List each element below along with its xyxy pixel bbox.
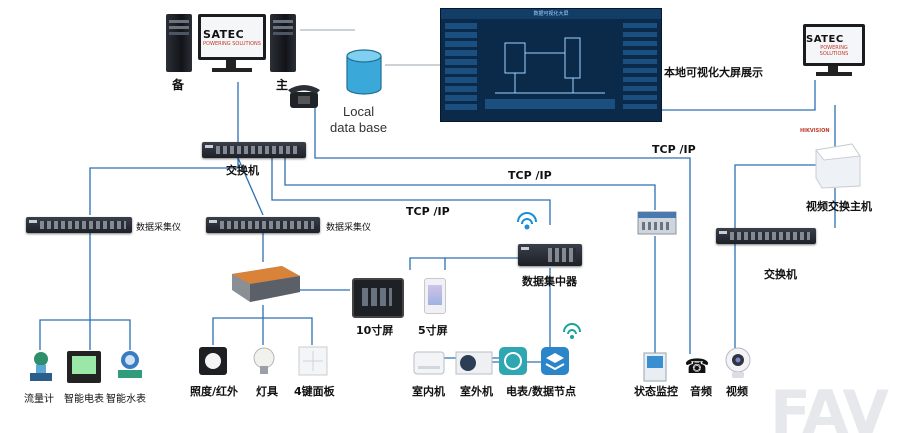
outdoor-label: 室外机 bbox=[460, 385, 493, 398]
lamp-icon bbox=[253, 347, 275, 374]
monitor-stand bbox=[226, 60, 236, 68]
wifi-small-icon bbox=[563, 323, 581, 339]
flow-meter-label: 流量计 bbox=[24, 394, 54, 405]
status-panel-icon bbox=[643, 352, 667, 382]
node-icon bbox=[499, 347, 527, 375]
screen-diagram bbox=[485, 37, 615, 109]
screen-title: 数据可视化大屏 bbox=[441, 9, 661, 19]
main-label: 主 bbox=[276, 78, 289, 92]
telephone-icon: ☎ bbox=[685, 354, 710, 378]
ac-outdoor-icon bbox=[455, 351, 493, 375]
lamp-label: 灯具 bbox=[256, 385, 278, 398]
brand-sub-text: POWERING SOLUTIONS bbox=[203, 40, 261, 47]
screen-right-panel bbox=[623, 23, 657, 113]
collector-1-icon bbox=[26, 217, 132, 233]
collector-2-label: 数据采集仪 bbox=[326, 223, 372, 233]
screen-left-panel bbox=[445, 23, 477, 113]
big-screen-display: 数据可视化大屏 bbox=[440, 8, 662, 122]
camera-icon bbox=[725, 347, 751, 378]
svg-text:☎: ☎ bbox=[685, 354, 710, 378]
touch-panel-10-icon bbox=[352, 278, 404, 318]
data-hub-icon bbox=[518, 244, 582, 266]
wall-panel-icon bbox=[298, 346, 328, 376]
local-db-label: Local data base bbox=[330, 104, 388, 135]
light-sensor-icon bbox=[199, 347, 227, 375]
main-server-icon bbox=[270, 14, 296, 72]
monitor-base-right bbox=[816, 72, 852, 76]
database-icon bbox=[346, 49, 382, 95]
watermark: FAV bbox=[770, 378, 889, 433]
plc-io-icon bbox=[637, 211, 677, 235]
touch-panel-5-icon bbox=[424, 278, 446, 314]
smart-meter-label: 智能电表 bbox=[64, 394, 104, 405]
status-label: 状态监控 bbox=[634, 385, 678, 398]
panel-label: 4键面板 bbox=[294, 385, 335, 398]
nvr-brand: HIKVISION bbox=[800, 128, 830, 134]
video-host-label: 视频交换主机 bbox=[806, 200, 872, 213]
data-hub-label: 数据集中器 bbox=[522, 275, 577, 288]
right-switch-label: 交换机 bbox=[764, 268, 797, 281]
lux-ir-label: 照度/红外 bbox=[190, 385, 239, 398]
right-switch-icon bbox=[716, 228, 816, 244]
tcpip-label-2: TCP /IP bbox=[508, 169, 552, 182]
brand-text: SATEC bbox=[203, 27, 245, 41]
smart-water-label: 智能水表 bbox=[106, 394, 146, 405]
brand-sub-text-right: POWERING SOLUTIONS bbox=[819, 44, 849, 57]
indoor-label: 室内机 bbox=[412, 385, 445, 398]
tcpip-label-3: TCP /IP bbox=[406, 205, 450, 218]
big-screen-label: 本地可视化大屏展示 bbox=[664, 66, 763, 79]
plc-module-icon bbox=[232, 266, 300, 302]
screen-10-label: 10寸屏 bbox=[356, 324, 394, 337]
layers-icon bbox=[541, 347, 569, 375]
monitor-stand-right bbox=[828, 66, 838, 72]
brand-text-right: SATEC bbox=[806, 33, 844, 45]
flow-meter-icon bbox=[30, 352, 52, 381]
top-switch-icon bbox=[202, 142, 306, 158]
top-switch-label: 交换机 bbox=[226, 164, 259, 177]
power-meter-icon bbox=[67, 351, 101, 383]
screen-5-label: 5寸屏 bbox=[418, 324, 448, 337]
collector-2-icon bbox=[206, 217, 320, 233]
nvr-icon bbox=[815, 143, 861, 189]
ac-indoor-icon bbox=[413, 351, 445, 375]
monitor-base bbox=[212, 68, 252, 72]
collector-1-label: 数据采集仪 bbox=[136, 223, 182, 233]
water-meter-icon bbox=[118, 351, 142, 378]
backup-server-icon bbox=[166, 14, 192, 72]
wifi-icon bbox=[517, 212, 537, 230]
backup-label: 备 bbox=[172, 78, 185, 92]
video-label: 视频 bbox=[726, 385, 748, 398]
tcpip-label-1: TCP /IP bbox=[652, 143, 696, 156]
phone-icon bbox=[288, 85, 320, 108]
node-label: 电表/数据节点 bbox=[506, 385, 577, 398]
audio-label: 音频 bbox=[690, 385, 712, 398]
